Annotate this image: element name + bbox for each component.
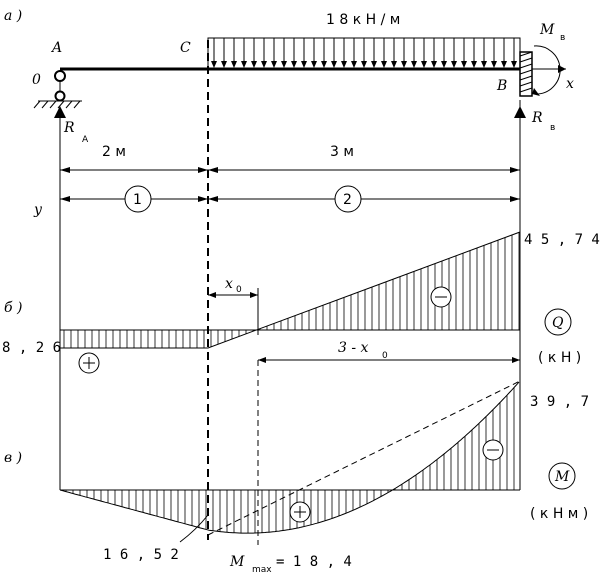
q-symbol: Q [552,315,564,331]
m-max-sub: max [252,565,272,575]
point-a-label: A [50,40,62,56]
m-max-label: M [229,554,245,570]
section1-label: 1 [133,192,142,208]
three-minus-x0-label: 3 - x [338,340,369,356]
m-point-value: 1 6 , 5 2 [103,547,179,563]
fixed-support [519,51,533,97]
moment-arrowhead [532,88,540,96]
panel-a-label: а ) [4,8,22,24]
three-minus-x0-sub: 0 [382,351,388,361]
reaction-rb-sub: в [550,123,555,133]
reaction-rb-label: R [531,110,543,126]
q-hatching [63,232,520,348]
q-right-value: 4 5 , 7 4 [524,232,600,248]
span2-label: 3 м [330,144,354,160]
m-max-value: = 1 8 , 4 [276,554,352,570]
load-arrows [211,38,517,68]
m-symbol: M [554,469,570,485]
pin-support [33,70,82,109]
panel-b-label: б ) [4,300,22,316]
m-point-leader [179,514,209,543]
y-axis-label: y [33,202,43,218]
x0-sub: 0 [236,285,242,295]
section2-marker [334,185,362,213]
q-left-value: 8 , 2 6 [2,340,61,356]
point-c-label: C [180,40,191,56]
q-unit: ( к Н ) [538,350,581,366]
ground-hatch [33,100,81,109]
x-axis-label: x [566,76,574,92]
panel-v-label: в ) [4,450,22,466]
hinge-bottom [54,90,66,102]
origin-label: 0 [32,72,41,88]
m-outline [59,381,520,534]
section1-marker [124,185,152,213]
distributed-load [207,37,521,69]
q-symbol-circle [544,308,572,336]
moment-label: M [539,22,555,38]
reaction-ra-label: R [63,120,75,136]
q-outline [59,231,521,349]
load-label: 1 8 к Н / м [326,12,400,28]
point-b-label: B [496,78,507,94]
hinge-top [54,70,66,82]
m-chord [207,380,521,536]
reaction-ra-sub: А [82,135,89,145]
section2-label: 2 [343,192,352,208]
m-right-value: 3 9 , 7 [530,394,589,410]
m-unit: ( к Н м ) [530,506,588,522]
x-axis-arrow [558,65,566,73]
m-symbol-circle [548,462,576,490]
x0-label: x [225,276,233,292]
span1-label: 2 м [102,144,126,160]
moment-arc [533,45,561,95]
moment-sub: в [560,33,565,43]
